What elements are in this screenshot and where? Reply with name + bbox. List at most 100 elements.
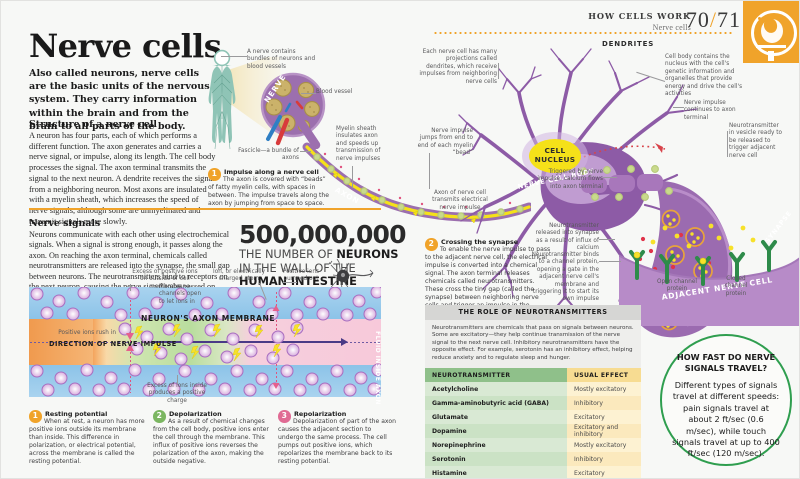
fact-circle-question: HOW FAST DO NERVE SIGNALS TRAVEL? bbox=[676, 352, 776, 373]
section-body-signals: Neurons communicate with each other usin… bbox=[29, 230, 230, 291]
callout-binds: Neurotransmitter binds to a channel prot… bbox=[531, 252, 599, 303]
step-caption-2: 2 Depolarization As a result of chemical… bbox=[153, 410, 271, 466]
running-head-section: HOW CELLS WORK bbox=[588, 11, 691, 21]
neurotransmitter-panel: THE ROLE OF NEUROTRANSMITTERS Neurotrans… bbox=[425, 305, 641, 478]
step-bullet: 3 bbox=[278, 410, 291, 423]
cell-neurotransmitter: Serotonin bbox=[425, 452, 567, 467]
section-heading-signals: Nerve signals bbox=[29, 218, 101, 229]
callout-myelin-sheath: Myelin sheath insulates axon and speeds … bbox=[336, 126, 381, 162]
neurotransmitter-panel-intro: Neurotransmitters are chemicals that pas… bbox=[425, 320, 641, 369]
orange-divider-rule bbox=[29, 208, 381, 211]
callout-impulse-jump: Nerve impulse jumps from end to end of e… bbox=[417, 128, 473, 157]
table-row: Dopamine Excitatory and inhibitory bbox=[425, 424, 641, 439]
callout-pumped-out: Positive ions pumped out bbox=[282, 269, 319, 283]
cell-effect: Inhibitory bbox=[567, 396, 641, 411]
membrane-title: NEURON'S AXON MEMBRANE bbox=[141, 314, 276, 323]
header-dotted-rule bbox=[433, 32, 733, 34]
cell-effect: Excitatory bbox=[567, 410, 641, 425]
leader-line bbox=[177, 375, 178, 384]
column-header-neurotransmitter: NEUROTRANSMITTER bbox=[425, 368, 567, 383]
callout-channels-open: Membrane channels open to let ions in bbox=[159, 284, 202, 305]
page-number-left: 70 bbox=[685, 7, 710, 32]
cell-neurotransmitter: Histamine bbox=[425, 466, 567, 478]
section-heading-structure: Structure of a nerve cell bbox=[29, 119, 157, 130]
cell-neurotransmitter: Glutamate bbox=[425, 410, 567, 425]
callout-rush-in: Positive ions rush in bbox=[58, 330, 116, 336]
numbered-caption-body: The axon is covered with “beads” of fatt… bbox=[208, 176, 330, 207]
callout-vesicle: Neurotransmitter in vesicle ready to be … bbox=[729, 123, 783, 159]
leader-line bbox=[599, 239, 615, 240]
callout-open-channel: Open channel protein bbox=[656, 279, 698, 293]
big-stat-caption: THE NUMBER OF NEURONS IN THE WALL OF THE… bbox=[239, 247, 399, 289]
fact-circle: HOW FAST DO NERVE SIGNALS TRAVEL? Differ… bbox=[660, 334, 792, 466]
step-caption-3: 3 Repolarization Depolarization of part … bbox=[278, 410, 396, 466]
cell-effect: Excitatory bbox=[567, 466, 641, 478]
callout-dendrites: Each nerve cell has many projections cal… bbox=[419, 49, 497, 85]
big-stat-number: 500,000,000 bbox=[239, 220, 407, 249]
big-stat-caption-3: HUMAN INTESTINE bbox=[239, 274, 357, 289]
impulse-arrow-head bbox=[341, 337, 348, 346]
callout-excess-outside: Excess of positive ions on outside of ce… bbox=[132, 269, 198, 290]
leader-line bbox=[130, 284, 131, 291]
table-row: Norepinephrine Mostly excitatory bbox=[425, 438, 641, 453]
big-stat-caption-bold: NEURONS bbox=[336, 247, 399, 261]
callout-blood-vessel: Blood vessel bbox=[316, 89, 353, 95]
step-body: Depolarization of part of the axon cause… bbox=[278, 418, 396, 465]
callout-nerve-bundles: A nerve contains bundles of neurons and … bbox=[247, 49, 316, 70]
callout-axon: Axon of nerve cell transmits electrical … bbox=[432, 190, 488, 211]
section-body-structure: A neuron has four parts, each of which p… bbox=[29, 131, 216, 226]
callout-impulse-continues: Nerve impulse continues to axon terminal bbox=[684, 100, 736, 121]
leader-line bbox=[673, 107, 684, 108]
fluid-inside-axon-label: FLUID INSIDE AXON bbox=[374, 331, 381, 405]
big-stat-caption-1: THE NUMBER OF bbox=[239, 247, 337, 261]
cell-nucleus-label: CELL NUCLEUS bbox=[529, 139, 581, 173]
leader-line bbox=[599, 261, 621, 262]
leader-line bbox=[300, 151, 311, 152]
nerve-cross-section bbox=[260, 72, 326, 149]
step-title: Depolarization bbox=[169, 410, 222, 418]
callout-closed-channel: Closed channel protein bbox=[724, 276, 748, 297]
callout-calcium: Triggered by nerve impulse, calcium flow… bbox=[537, 169, 603, 190]
ion-particles bbox=[30, 287, 381, 397]
cell-effect: Excitatory and inhibitory bbox=[567, 424, 641, 439]
page-title: Nerve cells bbox=[29, 27, 222, 65]
callout-ion: Ion, or electrically charged atom bbox=[213, 269, 265, 283]
page-numbers: 70/71 bbox=[686, 7, 741, 33]
cell-neurotransmitter: Gamma-aminobutyric acid (GABA) bbox=[425, 396, 567, 411]
callout-cell-body: Cell body contains the nucleus with the … bbox=[665, 54, 743, 98]
step-body: When at rest, a neuron has more positive… bbox=[29, 418, 145, 465]
cell-effect: Mostly excitatory bbox=[567, 438, 641, 453]
step-bullet: 1 bbox=[29, 410, 42, 423]
step-bullet: 2 bbox=[425, 238, 438, 251]
cell-neurotransmitter: Dopamine bbox=[425, 424, 567, 439]
step-bullet: 1 bbox=[208, 168, 221, 181]
step-title: Repolarization bbox=[294, 410, 347, 418]
numbered-caption-title: Impulse along a nerve cell bbox=[224, 168, 319, 176]
numbered-caption-1: 1 Impulse along a nerve cell The axon is… bbox=[208, 168, 330, 208]
cell-effect: Inhibitory bbox=[567, 452, 641, 467]
standfirst: Also called neurons, nerve cells are the… bbox=[29, 68, 210, 132]
cell-effect: Mostly excitatory bbox=[567, 382, 641, 397]
leader-line bbox=[301, 93, 316, 94]
table-row: Glutamate Excitatory bbox=[425, 410, 641, 425]
leader-line bbox=[221, 56, 247, 57]
big-stat-caption-2: IN THE WALL OF THE bbox=[239, 260, 356, 275]
step-bullet: 2 bbox=[153, 410, 166, 423]
divider-dotted-1 bbox=[130, 291, 132, 393]
leader-line bbox=[603, 177, 617, 178]
callout-released: Neurotransmitter released into synapse a… bbox=[535, 223, 599, 252]
running-head-topic: Nerve cells bbox=[652, 22, 691, 32]
numbered-caption-title: Crossing the synapse bbox=[441, 238, 519, 246]
leader-line bbox=[283, 282, 297, 283]
fact-circle-answer: Different types of signals travel at dif… bbox=[672, 380, 780, 459]
dendrites-label: DENDRITES bbox=[602, 40, 655, 48]
neurotransmitter-table: NEUROTRANSMITTER USUAL EFFECT Acetylchol… bbox=[425, 368, 641, 478]
page-number-separator: / bbox=[709, 7, 717, 32]
table-row: Acetylcholine Mostly excitatory bbox=[425, 382, 641, 397]
synapse-detail bbox=[619, 223, 799, 326]
table-row: Histamine Excitatory bbox=[425, 466, 641, 478]
big-stat-callout: 500,000,000 THE NUMBER OF NEURONS IN THE… bbox=[239, 220, 407, 289]
membrane-direction-label: DIRECTION OF NERVE IMPULSE bbox=[49, 340, 177, 348]
myelinated-axon bbox=[302, 142, 531, 224]
